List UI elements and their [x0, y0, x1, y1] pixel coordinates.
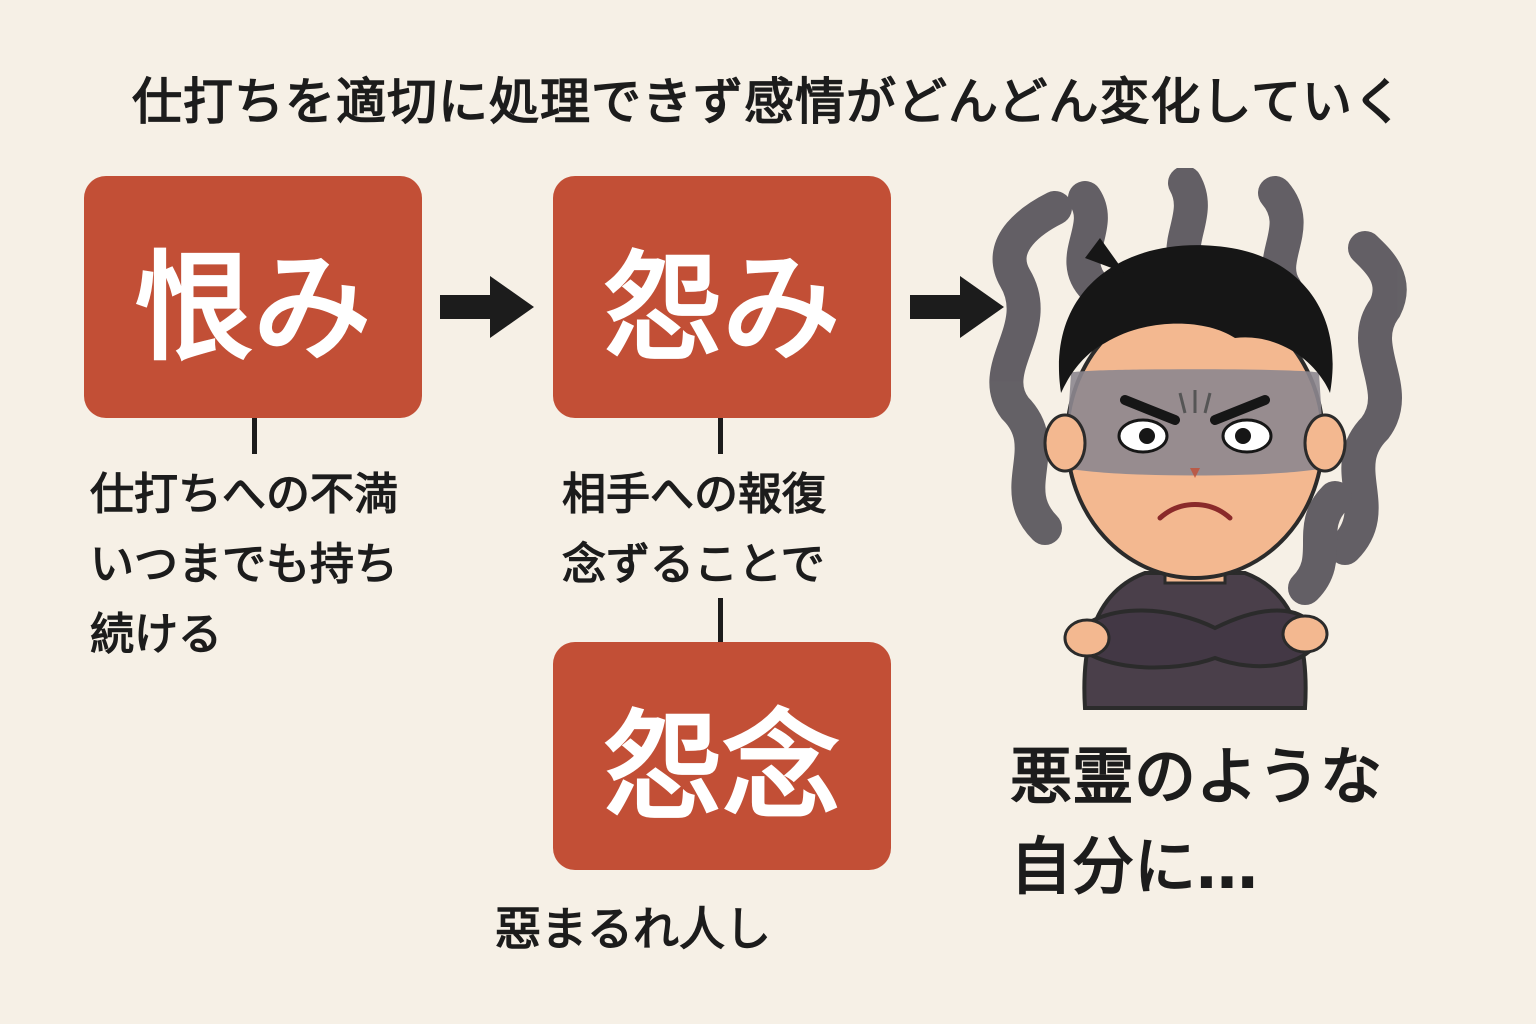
connector-line — [718, 598, 723, 642]
stage-note-resentment: 仕打ちへの不満 いつまでも持ち 続ける — [90, 460, 398, 670]
person-figure — [1043, 238, 1347, 710]
note-line: 惡まるれ人し — [495, 902, 771, 956]
stage-label: 怨み — [603, 238, 840, 377]
stage-box-resentment: 恨み — [84, 176, 422, 418]
stage-box-grudge: 怨み — [553, 176, 891, 418]
angry-person-illustration — [989, 168, 1407, 710]
note-line: 相手への報復 — [562, 469, 826, 520]
arrow-right-icon — [910, 276, 1004, 338]
stage-note-vengeful-spirit: 惡まるれ人し — [495, 894, 771, 964]
stage-label: 怨念 — [603, 697, 840, 836]
note-line: 念ずることで — [562, 539, 825, 590]
note-line: いつまでも持ち — [90, 539, 398, 590]
stage-label: 恨み — [134, 238, 371, 377]
page-title: 仕打ちを適切に処理できず感情がどんどん変化していく — [132, 73, 1404, 131]
note-line: 続ける — [90, 609, 222, 660]
result-line: 悪霊のような — [1010, 740, 1383, 813]
result-text: 悪霊のような 自分に… — [1010, 732, 1382, 912]
connector-line — [718, 418, 723, 454]
stage-note-grudge: 相手への報復 念ずることで — [562, 460, 826, 600]
arrow-right-icon — [440, 276, 534, 338]
note-line: 仕打ちへの不満 — [90, 469, 398, 520]
connector-line — [252, 418, 257, 454]
stage-box-vengeful-spirit: 怨念 — [553, 642, 891, 870]
result-line: 自分に… — [1010, 830, 1259, 903]
